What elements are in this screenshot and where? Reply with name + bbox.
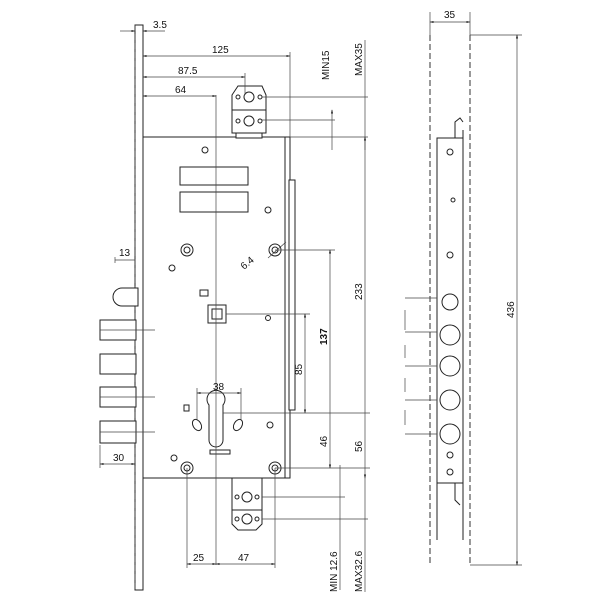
front-view (99, 24, 296, 591)
faceplate (134, 24, 144, 591)
bottom-hinge-plates (231, 477, 263, 531)
dim-min15: MIN15 (321, 50, 332, 80)
dim-85: 85 (294, 363, 305, 375)
dim-47: 47 (238, 553, 250, 564)
top-hinge-plates (231, 85, 267, 139)
dim-137: 137 (319, 328, 330, 345)
dim-38: 38 (213, 382, 225, 393)
dim-436: 436 (506, 301, 517, 318)
dim-35: 35 (444, 10, 456, 21)
dim-233: 233 (354, 283, 365, 300)
dim-13: 13 (119, 248, 131, 259)
dim-87-5: 87.5 (178, 66, 198, 77)
dimensions: 3.5 125 87.5 64 MIN15 MAX35 13 6.4 233 1… (99, 20, 370, 592)
dim-max-32-6: MAX32.6 (354, 550, 365, 592)
follower-square (207, 304, 227, 324)
dim-64: 64 (175, 85, 187, 96)
dim-max35: MAX35 (354, 43, 365, 76)
side-view: 35 436 (404, 10, 522, 566)
dim-56: 56 (354, 440, 365, 452)
bolts (99, 287, 155, 444)
dim-3-5: 3.5 (153, 20, 167, 31)
dim-30: 30 (113, 453, 125, 464)
dim-min-12-6: MIN 12.6 (329, 551, 340, 592)
dim-25: 25 (193, 553, 205, 564)
dim-125: 125 (212, 45, 229, 56)
dim-46: 46 (319, 435, 330, 447)
